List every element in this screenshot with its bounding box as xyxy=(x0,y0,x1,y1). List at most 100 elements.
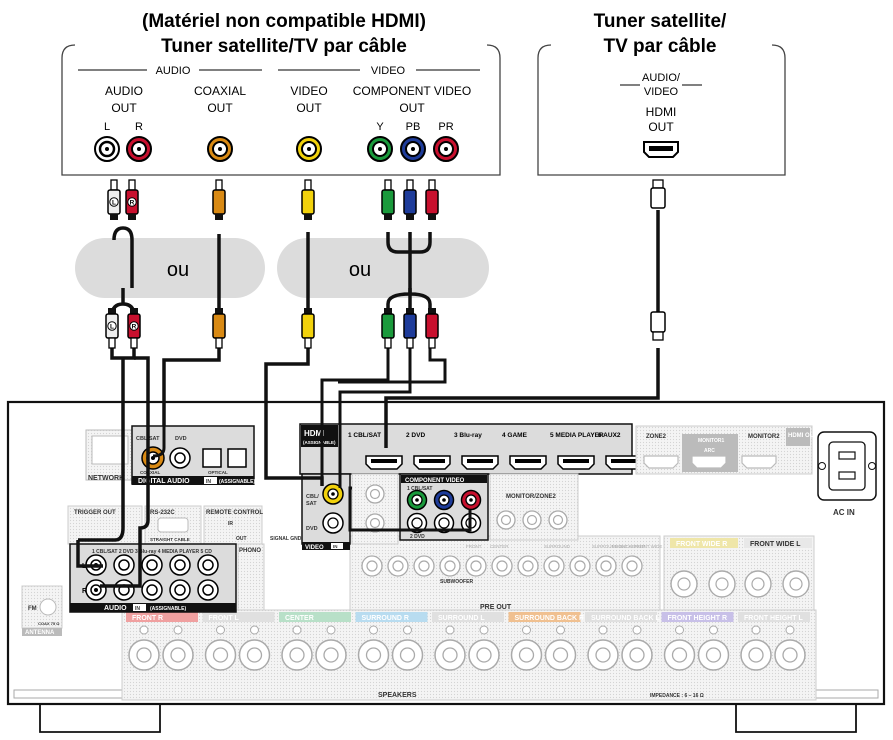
component-video-label: COMPONENT VIDEO xyxy=(405,478,465,484)
speaker-channel-label: CENTER xyxy=(285,615,314,622)
cables xyxy=(76,210,660,588)
speaker-channel-label: SURROUND R xyxy=(362,615,409,622)
front-wide-r-label: FRONT WIDE R xyxy=(676,541,727,548)
plug-coaxial-top xyxy=(212,179,226,220)
audio-assignable-label: (ASSIGNABLE) xyxy=(150,606,186,612)
speaker-channel-header xyxy=(126,612,198,622)
speaker-channel-header xyxy=(508,612,581,622)
receiver-audio-jack xyxy=(141,554,163,576)
video-out-label-2: OUT xyxy=(296,101,322,115)
receiver-jack-coaxial-in xyxy=(141,446,165,470)
plug-audio-l-bottom-letter: L xyxy=(110,323,114,330)
coaxial-out-label-2: OUT xyxy=(207,101,233,115)
hdmi-out-port xyxy=(691,455,727,469)
receiver-audio-jack xyxy=(85,579,107,601)
video-out-label: VIDEO xyxy=(290,84,327,98)
plug-audio-r-top: R xyxy=(125,179,139,220)
pre-out-channel-label: FRONT xyxy=(466,544,482,549)
receiver-jack-comp-y xyxy=(406,489,428,511)
ch-l-label: L xyxy=(104,121,110,133)
digital-audio-label: DIGITAL AUDIO xyxy=(138,478,190,485)
alternative-oval-video xyxy=(277,238,489,298)
impedance-label: IMPEDANCE : 6 – 16 Ω xyxy=(650,693,704,699)
device-title-line1: (Matériel non compatible HDMI) xyxy=(142,11,426,32)
hdmi-out-port xyxy=(741,455,777,469)
component-out-label-2: OUT xyxy=(399,101,425,115)
remote-control-label: REMOTE CONTROL xyxy=(206,510,263,516)
component-cbl-label: 1 CBL/SAT xyxy=(407,486,432,492)
jack-comp-pr xyxy=(433,136,459,162)
hdmi-input-label: 5 MEDIA PLAYER xyxy=(550,432,604,439)
pre-out-channel-label: SURROUND BACK xyxy=(592,544,632,549)
group-video-label: VIDEO xyxy=(371,65,406,77)
receiver-jack-video-cbl xyxy=(322,483,344,505)
monitor1-label: MONITOR1 xyxy=(698,438,725,444)
trigger-out-label: TRIGGER OUT xyxy=(74,510,116,516)
device-cbl-sat-non-hdmi: (Matériel non compatible HDMI) Tuner sat… xyxy=(61,11,501,176)
plug-comp-pb-top xyxy=(403,179,417,220)
receiver-jack-coaxial-dvd xyxy=(169,447,191,469)
front-wide-l-label: FRONT WIDE L xyxy=(750,541,801,548)
plug-audio-r-top-letter: R xyxy=(130,199,135,206)
straight-cable-label: STRAIGHT CABLE xyxy=(150,537,190,542)
plug-comp-y-bottom xyxy=(381,308,395,349)
speaker-channel-header xyxy=(355,612,428,622)
device2-panel-outline xyxy=(537,44,786,176)
ch-pb-label: PB xyxy=(406,121,421,133)
hdmi-input-label: 1 CBL/SAT xyxy=(348,432,381,439)
hdmi-out-label-1: HDMI xyxy=(646,105,677,119)
plug-hdmi-bottom xyxy=(650,311,666,341)
fm-label: FM xyxy=(28,606,37,612)
speaker-channel-label: FRONT L xyxy=(209,615,240,622)
hdmi-input-2: 2 DVD xyxy=(406,432,451,470)
speaker-channel-header xyxy=(202,612,275,622)
hdmi-assignable-label: (ASSIGNABLE) xyxy=(303,440,336,445)
group-audio-label: AUDIO xyxy=(156,65,191,77)
receiver-audio-jack xyxy=(197,579,219,601)
hdmi-input-label: 2 DVD xyxy=(406,432,425,439)
video-in-label: IN xyxy=(333,544,338,549)
pre-out-label: PRE OUT xyxy=(480,604,512,611)
device2-title-line2: TV par câble xyxy=(604,36,717,57)
antenna-label: ANTENNA xyxy=(25,630,55,636)
audio-in-label: IN xyxy=(135,606,140,612)
component-dvd-label: 2 DVD xyxy=(410,534,425,540)
speaker-channel-label: SURROUND BACK R xyxy=(515,615,585,622)
zone2-label: ZONE2 xyxy=(646,434,667,440)
device-title-line2: Tuner satellite/TV par câble xyxy=(161,36,407,57)
jack-comp-y xyxy=(367,136,393,162)
plug-hdmi-top xyxy=(650,179,666,209)
hdmi-out-port xyxy=(643,455,679,469)
receiver-jack-comp-pb xyxy=(433,489,455,511)
hdmi-input-1: 1 CBL/SAT xyxy=(348,432,403,470)
coaxial-out-label: COAXIAL xyxy=(194,84,246,98)
audio-r-marker: R xyxy=(82,588,87,595)
digital-optical-label: OPTICAL xyxy=(208,470,228,475)
jack-coaxial xyxy=(207,136,233,162)
jack-audio-l xyxy=(94,136,120,162)
plug-video-top xyxy=(301,179,315,220)
video-input-panel xyxy=(301,473,351,545)
video-label: VIDEO xyxy=(305,545,324,551)
digital-in-label: IN xyxy=(206,479,211,485)
pre-out-channel-label: FRONT WIDE xyxy=(634,544,662,549)
av-label-1: AUDIO/ xyxy=(642,72,681,84)
ac-in-label: AC IN xyxy=(833,508,855,517)
audio-out-label-2: OUT xyxy=(111,101,137,115)
ir-out-label: OUT xyxy=(236,536,247,542)
hdmi-input-label: 3 Blu-ray xyxy=(454,432,482,439)
hdmi-out-label-2: OUT xyxy=(648,120,674,134)
speaker-channel-header xyxy=(661,612,734,622)
speaker-channel-label: FRONT HEIGHT L xyxy=(744,615,803,622)
hdmi-label: HDMI xyxy=(304,429,324,438)
speaker-channel-header xyxy=(432,612,504,622)
receiver-jack-comp-pr xyxy=(460,489,482,511)
ir-label: IR xyxy=(228,521,233,527)
hdmi-input-label: 4 GAME xyxy=(502,432,528,439)
signal-gnd-label: SIGNAL GND xyxy=(270,536,302,542)
hdmi-input-5: 5 MEDIA PLAYER xyxy=(550,432,604,470)
audio-out-label: AUDIO xyxy=(105,84,143,98)
